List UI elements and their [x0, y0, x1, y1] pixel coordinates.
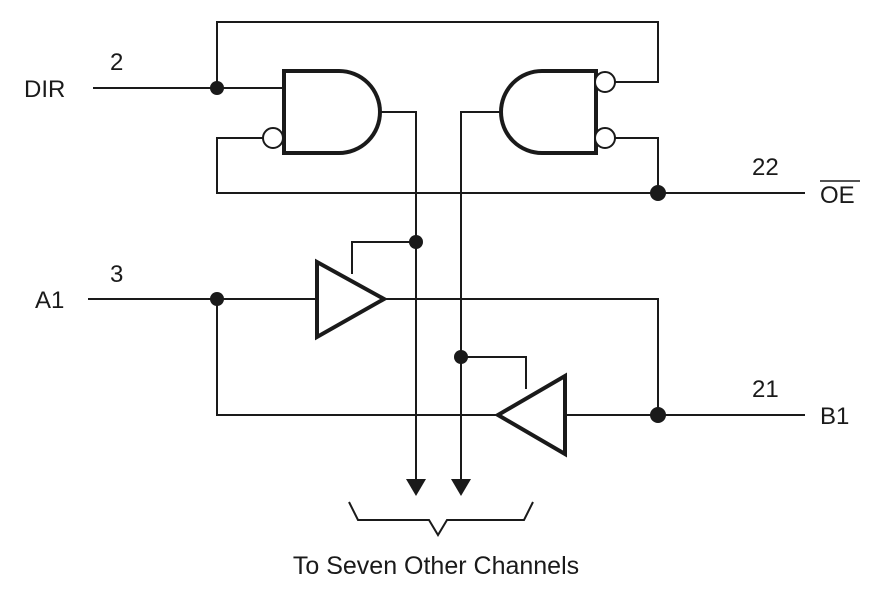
right-gate-lower-bubble — [594, 127, 616, 149]
b1-pin-number: 21 — [752, 376, 779, 403]
dir-feedback-wire — [216, 21, 659, 88]
junction-a1 — [210, 292, 224, 306]
dir-pin-number: 2 — [110, 49, 123, 76]
right-and-gate — [499, 69, 598, 155]
labels: DIR 2 22 OE A1 3 21 B1 To Seven Other Ch… — [24, 49, 860, 580]
left-and-gate — [282, 69, 382, 155]
logic-gates — [262, 69, 616, 458]
wires — [88, 21, 805, 537]
upper-buffer-enable-wire — [351, 241, 416, 274]
dir-label: DIR — [24, 76, 65, 103]
junction-lower-enable — [454, 350, 468, 364]
oe-label: OE — [820, 182, 855, 209]
a1-label: A1 — [35, 287, 64, 314]
arrowheads — [406, 479, 471, 496]
upper-buffer-output-wire — [384, 298, 659, 415]
left-gate-output-wire — [380, 111, 417, 482]
left-gate-oe-wire — [216, 137, 658, 194]
junctions — [210, 81, 666, 423]
a1-pin-number: 3 — [110, 261, 123, 288]
junction-b1 — [650, 407, 666, 423]
right-channel-arrow-icon — [451, 479, 471, 496]
channels-brace — [348, 501, 534, 537]
left-channel-arrow-icon — [406, 479, 426, 496]
oe-pin-number: 22 — [752, 154, 779, 181]
channels-caption: To Seven Other Channels — [293, 552, 579, 580]
left-gate-inverting-bubble — [262, 127, 284, 149]
right-gate-upper-bubble — [594, 71, 616, 93]
b1-label: B1 — [820, 403, 849, 430]
junction-upper-enable — [409, 235, 423, 249]
lower-tristate-buffer — [494, 372, 567, 458]
right-gate-oe-wire — [614, 137, 659, 193]
right-gate-output-wire — [460, 111, 500, 482]
junction-oe — [650, 185, 666, 201]
upper-tristate-buffer — [315, 258, 389, 341]
junction-dir — [210, 81, 224, 95]
lower-buffer-output-wire — [216, 299, 498, 416]
lower-buffer-enable-wire — [461, 356, 527, 389]
